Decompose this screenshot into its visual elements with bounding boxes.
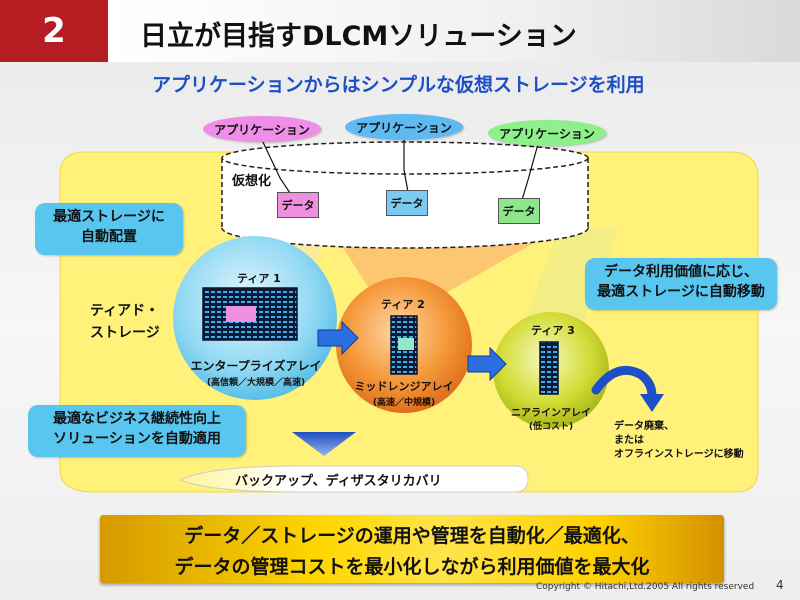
tier3-type: ニアラインアレイ [511, 408, 591, 419]
application-ellipse-3: アプリケーション [488, 120, 606, 146]
bottom-message-box: データ／ストレージの運用や管理を自動化／最適化、 データの管理コストを最小化しな… [100, 515, 724, 583]
page-number: 4 [776, 578, 784, 592]
callout-business-continuity-line-2: ソリューションを自動適用 [53, 431, 221, 447]
slide-subtitle: アプリケーションからはシンプルな仮想ストレージを利用 [152, 74, 645, 96]
tier2-detail: (高速／中規模) [372, 398, 436, 408]
disposal-line-1: データ廃棄、 [614, 421, 674, 432]
disposal-arrow [591, 366, 657, 401]
copyright-text: Copyright © Hitachi,Ltd.2005 All rights … [536, 582, 755, 592]
tiered-storage-line-1: ティアド・ [90, 303, 160, 319]
data-item-1: データ [277, 192, 319, 218]
callout-auto-migration-line-2: 最適ストレージに自動移動 [597, 284, 765, 300]
cone-tier3 [520, 228, 618, 332]
callout-business-continuity-line-1: 最適なビジネス継続性向上 [53, 411, 221, 427]
backup-band [178, 465, 529, 493]
cylinder-top [221, 141, 589, 175]
bottom-message-line-1: データ／ストレージの運用や管理を自動化／最適化、 [184, 525, 640, 547]
disposal-text: データ廃棄、 または オフラインストレージに移動 [614, 420, 744, 462]
application-ellipse-1: アプリケーション [203, 116, 321, 142]
callout-auto-placement-line-2: 自動配置 [81, 229, 137, 245]
tier3-name: ティア 3 [531, 324, 575, 337]
callout-auto-placement: 最適ストレージに 自動配置 [35, 203, 183, 255]
arrow-tier2-to-tier3 [467, 346, 507, 382]
tiered-storage-label: ティアド・ ストレージ [90, 300, 160, 344]
callout-auto-migration: データ利用価値に応じ、 最適ストレージに自動移動 [585, 258, 777, 310]
virtualization-label: 仮想化 [232, 174, 272, 189]
nearline-array-icon [539, 341, 559, 395]
callout-auto-migration-line-1: データ利用価値に応じ、 [604, 264, 758, 280]
slide-number-badge: 2 [0, 0, 108, 62]
callout-business-continuity: 最適なビジネス継続性向上 ソリューションを自動適用 [28, 405, 246, 457]
down-triangle-icon [292, 432, 356, 456]
disposal-line-3: オフラインストレージに移動 [614, 449, 744, 460]
title-bar [108, 0, 800, 62]
tier3-detail: (低コスト) [528, 422, 574, 432]
callout-auto-placement-line-1: 最適ストレージに [53, 209, 165, 225]
data-item-3: データ [498, 198, 540, 224]
tiered-storage-line-2: ストレージ [90, 325, 160, 341]
tier1-type: エンタープライズアレイ [190, 359, 322, 373]
arrow-tier1-to-tier2 [317, 320, 359, 356]
backup-label: バックアップ、ディザスタリカバリ [235, 474, 442, 489]
tier2-name: ティア 2 [381, 298, 425, 311]
disposal-line-2: または [614, 435, 644, 446]
bottom-message-line-2: データの管理コストを最小化しながら利用価値を最大化 [174, 556, 650, 578]
tier1-name: ティア 1 [237, 272, 281, 285]
tier2-type: ミッドレンジアレイ [354, 380, 454, 393]
data-item-2: データ [386, 190, 428, 216]
slide-title: 日立が目指すDLCMソリューション [140, 21, 577, 52]
application-ellipse-2: アプリケーション [345, 114, 463, 140]
tier1-detail: (高信頼／大規模／高速) [206, 378, 306, 388]
